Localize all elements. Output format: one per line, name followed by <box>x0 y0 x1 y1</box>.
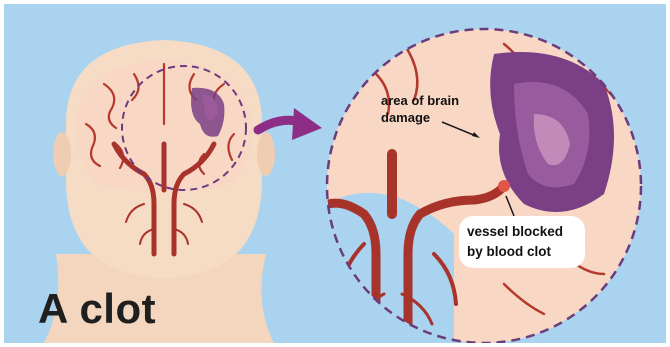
left-ear <box>53 132 71 176</box>
zoom-arrow-head <box>292 108 322 140</box>
diagram-panel: area of brain damage vessel blocked by b… <box>4 4 666 343</box>
clot-label: vessel blocked by blood clot <box>459 216 585 268</box>
zoom-detail <box>324 24 654 343</box>
right-ear <box>257 132 275 176</box>
title: A clot <box>38 286 156 332</box>
damage-label: area of brain damage <box>381 92 459 126</box>
